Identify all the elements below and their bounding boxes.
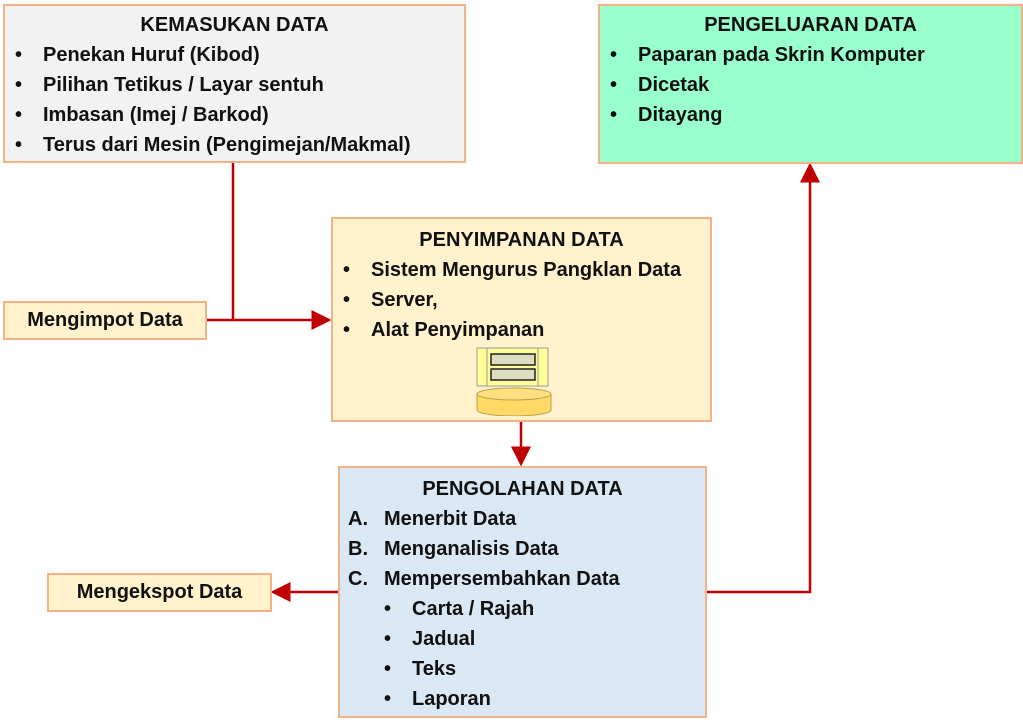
database-server-icon xyxy=(476,347,552,416)
storage-box: PENYIMPANAN DATA Sistem Mengurus Pangkla… xyxy=(331,217,712,422)
item-marker: A. xyxy=(348,508,368,530)
sub-item: Laporan xyxy=(340,684,705,714)
item-label: Mempersembahkan Data xyxy=(384,568,620,590)
processing-list: A. Menerbit Data B. Menganalisis Data C. Me… xyxy=(340,504,705,714)
storage-title: PENYIMPANAN DATA xyxy=(419,229,624,251)
output-box: PENGELUARAN DATA Paparan pada Skrin Komp… xyxy=(598,4,1023,164)
import-box: Mengimpot Data xyxy=(3,301,207,340)
item-label: Menerbit Data xyxy=(384,508,517,530)
processing-title: PENGOLAHAN DATA xyxy=(422,478,623,500)
item-label: Menganalisis Data xyxy=(384,538,559,560)
list-item: Alat Penyimpanan xyxy=(333,315,710,345)
list-item: A. Menerbit Data xyxy=(340,504,705,534)
list-item: Paparan pada Skrin Komputer xyxy=(600,40,1021,70)
item-marker: C. xyxy=(348,568,368,590)
list-item: Server, xyxy=(333,285,710,315)
processing-to-output-arrow xyxy=(706,162,820,594)
sub-item: Teks xyxy=(340,654,705,684)
sub-item: Jadual xyxy=(340,624,705,654)
list-item: Imbasan (Imej / Barkod) xyxy=(5,100,464,130)
input-title: KEMASUKAN DATA xyxy=(140,14,329,36)
output-title: PENGELUARAN DATA xyxy=(704,14,917,36)
list-item: Ditayang xyxy=(600,100,1021,130)
list-item: B. Menganalisis Data xyxy=(340,534,705,564)
list-item: Terus dari Mesin (Pengimejan/Makmal) xyxy=(5,130,464,160)
input-box: KEMASUKAN DATA Penekan Huruf (Kibod) Pil… xyxy=(3,4,466,163)
list-item: Dicetak xyxy=(600,70,1021,100)
sub-item: Carta / Rajah xyxy=(340,594,705,624)
list-item: Penekan Huruf (Kibod) xyxy=(5,40,464,70)
list-item: Pilihan Tetikus / Layar sentuh xyxy=(5,70,464,100)
input-to-storage-arrow xyxy=(231,162,332,330)
item-marker: B. xyxy=(348,538,368,560)
output-list: Paparan pada Skrin Komputer Dicetak Dita… xyxy=(600,40,1021,130)
list-item: C. Mempersembahkan Data xyxy=(340,564,705,594)
list-item: Sistem Mengurus Pangklan Data xyxy=(333,255,710,285)
storage-list: Sistem Mengurus Pangklan Data Server, Al… xyxy=(333,255,710,345)
export-box: Mengekspot Data xyxy=(47,573,272,612)
processing-box: PENGOLAHAN DATA A. Menerbit Data B. Mengan… xyxy=(338,466,707,718)
input-list: Penekan Huruf (Kibod) Pilihan Tetikus / … xyxy=(5,40,464,160)
